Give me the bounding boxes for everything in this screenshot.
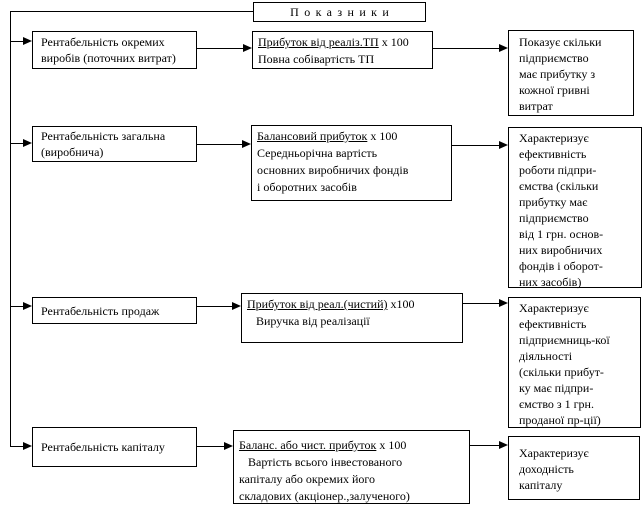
arrowhead-icon bbox=[23, 37, 32, 45]
arrowhead-icon bbox=[499, 44, 508, 52]
formula-numerator: Балансовий прибуток bbox=[257, 129, 368, 143]
indicator-box-sales: Рентабельність продаж bbox=[32, 297, 197, 324]
indicator-label: Рентабельність окремих виробів (поточних… bbox=[41, 35, 176, 65]
arrowhead-icon bbox=[499, 141, 508, 149]
indicator-box-general: Рентабельність загальна (виробнича) bbox=[32, 126, 197, 162]
connector-line bbox=[452, 145, 499, 146]
formula-multiplier: x 100 bbox=[367, 129, 398, 143]
connector-line bbox=[197, 48, 243, 49]
indicator-box-capital: Рентабельність капіталу bbox=[32, 427, 197, 467]
indicator-label: Рентабельність продаж bbox=[41, 303, 160, 318]
arrowhead-icon bbox=[232, 302, 241, 310]
spine-top-line bbox=[10, 11, 253, 12]
indicator-label: Рентабельність капіталу bbox=[41, 440, 165, 454]
formula-multiplier: x 100 bbox=[378, 35, 409, 49]
branch-line-3 bbox=[11, 306, 23, 307]
formula-numerator: Прибуток від реаліз.ТП bbox=[258, 35, 379, 49]
formula-box-sales: Прибуток від реал.(чистий) x100 Виручка … bbox=[241, 293, 463, 343]
formula-numerator-line: Баланс. або чист. прибуток x 100 bbox=[239, 437, 465, 454]
arrowhead-icon bbox=[224, 442, 233, 450]
indicator-box-products: Рентабельність окремих виробів (поточних… bbox=[32, 31, 197, 69]
connector-line bbox=[463, 303, 499, 304]
arrowhead-icon bbox=[23, 302, 32, 310]
formula-numerator-line: Балансовий прибуток x 100 bbox=[257, 128, 447, 145]
branch-line-2 bbox=[11, 143, 23, 144]
arrowhead-icon bbox=[499, 441, 508, 449]
branch-line-4 bbox=[11, 446, 23, 447]
formula-numerator-line: Прибуток від реаліз.ТП x 100 bbox=[258, 34, 428, 51]
formula-box-products: Прибуток від реаліз.ТП x 100 Повна собів… bbox=[252, 31, 433, 69]
arrowhead-icon bbox=[242, 140, 251, 148]
spine-vertical-line bbox=[10, 11, 11, 447]
connector-line bbox=[197, 144, 242, 145]
description-box-sales: Характеризує ефективність підприємниць-к… bbox=[508, 297, 641, 428]
arrowhead-icon bbox=[243, 44, 252, 52]
formula-denominator: Вартість всього інвестованого капіталу а… bbox=[239, 455, 410, 503]
description-box-general: Характеризує ефективність роботи підпри-… bbox=[508, 127, 642, 289]
arrowhead-icon bbox=[23, 442, 32, 450]
formula-denominator: Середньорічна вартість основних виробнич… bbox=[257, 146, 409, 194]
formula-denominator: Повна собівартість ТП bbox=[258, 52, 375, 66]
connector-line bbox=[433, 48, 499, 49]
formula-multiplier: x100 bbox=[387, 297, 415, 311]
formula-multiplier: x 100 bbox=[376, 438, 407, 452]
arrowhead-icon bbox=[499, 299, 508, 307]
description-box-products: Показує скільки підприємство має прибутк… bbox=[508, 30, 634, 116]
title-box: Показники bbox=[253, 2, 426, 22]
formula-box-capital: Баланс. або чист. прибуток x 100 Вартіст… bbox=[233, 430, 470, 504]
formula-numerator: Прибуток від реал.(чистий) bbox=[247, 297, 388, 311]
connector-line bbox=[197, 446, 224, 447]
connector-line bbox=[197, 306, 232, 307]
formula-numerator: Баланс. або чист. прибуток bbox=[239, 438, 377, 452]
branch-line-1 bbox=[11, 41, 23, 42]
description-box-capital: Характеризує доходність капіталу bbox=[508, 436, 640, 500]
formula-box-general: Балансовий прибуток x 100 Середньорічна … bbox=[251, 125, 452, 201]
formula-numerator-line: Прибуток від реал.(чистий) x100 bbox=[247, 296, 458, 313]
indicator-label: Рентабельність загальна (виробнича) bbox=[41, 129, 166, 159]
connector-line bbox=[470, 445, 499, 446]
arrowhead-icon bbox=[23, 139, 32, 147]
formula-denominator: Виручка від реалізації bbox=[247, 314, 370, 328]
diagram-title: Показники bbox=[290, 4, 395, 19]
